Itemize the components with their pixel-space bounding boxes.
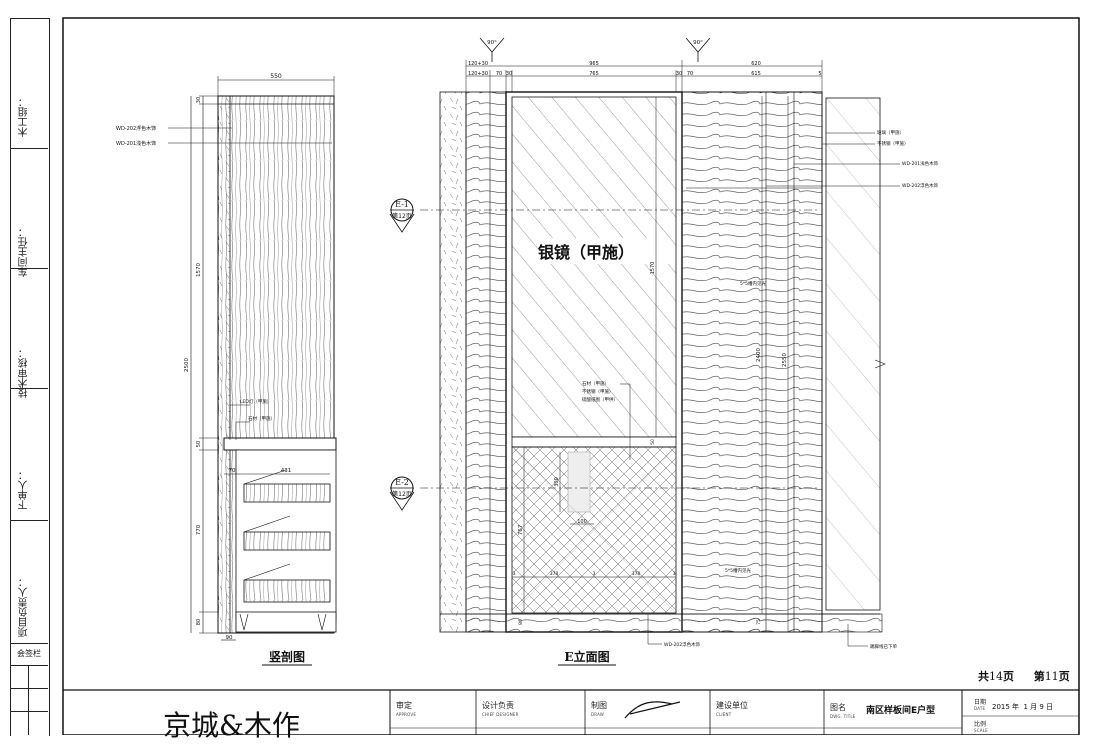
total-prefix: 共: [978, 670, 989, 683]
dim-mid-small: 50: [196, 441, 202, 447]
date-label-en: DATE: [974, 706, 986, 711]
company-name: 京城&木作: [163, 709, 300, 742]
dim-row2-b: 70: [496, 71, 502, 77]
dim-bottom-2: 378: [550, 571, 559, 577]
client-label: 建设单位: [716, 701, 748, 710]
draw-label-en: DRAW: [591, 712, 604, 717]
dim-top-small: 30: [196, 97, 202, 103]
total-pages: 14: [989, 670, 1003, 683]
marker-e2-label: E-2: [395, 478, 409, 487]
page-count: 共14页 第11页: [978, 668, 1070, 684]
scale-label: 比例: [974, 721, 987, 728]
draw-label: 制图: [591, 701, 607, 710]
current-page: 11: [1044, 670, 1059, 683]
dim-row2-g: 615: [751, 71, 761, 77]
elevation-view: [420, 37, 900, 647]
elevation-view-title: E立面图: [564, 649, 609, 664]
callout-bottom-right: 踢脚线已下单: [870, 643, 897, 650]
dim-row1-a: 120+30: [468, 61, 488, 67]
angle-2: 90°: [693, 40, 703, 46]
title-block-grid: [389, 690, 1079, 735]
dim-bottom-5: 3: [673, 571, 676, 577]
client-label-en: CLIENT: [716, 712, 732, 717]
total-suffix: 页: [1003, 670, 1014, 683]
dim-base-width: 90: [226, 635, 233, 641]
dwg-title: 南区样板间E户型: [866, 706, 936, 716]
dim-width-top: 550: [270, 73, 282, 80]
section-view-title: 竖剖图: [269, 649, 305, 664]
label-wd201-section: WD-201浅色木饰: [116, 140, 156, 147]
dwg-title-label-en: DWG. TITLE: [830, 714, 856, 719]
callout-glass: 玻璃（甲施）: [877, 129, 904, 136]
callout-steel-right: 不锈钢（甲施）: [877, 140, 909, 147]
label-led: LED灯（甲施）: [240, 398, 271, 405]
designer-label: 设计负责: [482, 701, 514, 710]
dim-lower-767: 767: [518, 524, 524, 535]
designer-label-en: CHIEF DESIGNER: [482, 712, 519, 717]
callout-wd202-right: WD-202浮色木饰: [902, 182, 939, 189]
callout-bottom-wd: WD-202浮色木饰: [664, 641, 701, 648]
dim-bottom-4: 378: [632, 571, 641, 577]
section-view: [168, 76, 337, 641]
date-value: 2015 年 1 月 9 日: [992, 703, 1054, 711]
label-wd202-section: WD-202浮色木饰: [116, 125, 156, 132]
dim-total-height: 2500: [184, 358, 190, 372]
marker-e1-label: E-1: [395, 200, 409, 209]
dim-right-2550: 2550: [782, 353, 788, 367]
section-marker-e2: [389, 476, 415, 511]
side-panel: [10, 18, 50, 736]
dim-gap-100: 100: [577, 519, 587, 525]
dim-row2-a: 120+30: [468, 71, 488, 77]
dim-row2-e: 30: [676, 71, 682, 77]
dim-row1-c: 620: [751, 61, 761, 67]
side-label-countersign: 会签栏: [17, 649, 41, 658]
sheet-frame: [62, 17, 1080, 735]
section-dims: 550 30 1570 2500 50 770 80 90 70 431 WD-…: [116, 73, 291, 641]
section-marker-e1: [389, 198, 415, 233]
callout-slot-lower: 5*5槽内见光: [725, 567, 751, 574]
dim-row1-b: 965: [589, 61, 599, 67]
dim-bottom-small: 80: [196, 619, 202, 625]
dim-right-2400: 2400: [756, 348, 762, 362]
elevation-text: 90° 90° 120+30 965 620 120+30 70 30 765 …: [392, 40, 938, 650]
dim-row2-h: 5: [818, 71, 821, 77]
dim-bottom-3: 3: [593, 571, 596, 577]
marker-e1-page: 第12页: [392, 212, 412, 220]
callout-paper-mid: 硫酸纸图（甲供）: [582, 396, 618, 403]
approve-label-en: APPROVE: [396, 712, 417, 717]
callout-stone-mid: 石材（甲施）: [582, 380, 609, 387]
callout-slot-upper: 5*5槽内见光: [740, 280, 766, 287]
dwg-title-label: 图名: [830, 703, 846, 712]
current-prefix: 第: [1033, 670, 1045, 683]
dim-gap-300: 300: [554, 477, 560, 487]
label-stone-section: 石材（甲施）: [248, 415, 275, 422]
dim-drawer-offset: 70: [229, 468, 236, 474]
dim-bottom-1: 3: [513, 571, 516, 577]
dim-row2-f: 70: [687, 71, 693, 77]
mirror-label: 银镜（甲施）: [538, 243, 634, 262]
dim-row2-d: 765: [589, 71, 599, 77]
marker-e2-page: 第12页: [392, 490, 412, 498]
dim-upper-height: 1570: [196, 263, 202, 277]
dim-small-75: 75: [756, 619, 762, 625]
callout-wd201-right: WD-201浅色木饰: [902, 160, 939, 167]
dim-lower-height: 770: [196, 524, 202, 535]
current-suffix: 页: [1058, 670, 1070, 683]
dim-mirror-height: 1570: [650, 262, 656, 275]
scale-label-en: SCALE: [974, 728, 988, 733]
angle-1: 90°: [487, 40, 497, 46]
date-label: 日期: [974, 699, 987, 706]
dim-row2-c: 30: [506, 71, 512, 77]
dim-drawer-depth: 431: [281, 468, 292, 474]
approve-label: 审定: [396, 701, 412, 710]
dim-small-80: 80: [518, 619, 524, 625]
dim-small-50: 50: [650, 439, 656, 445]
callout-steel-mid: 不锈钢（甲施）: [582, 388, 614, 395]
